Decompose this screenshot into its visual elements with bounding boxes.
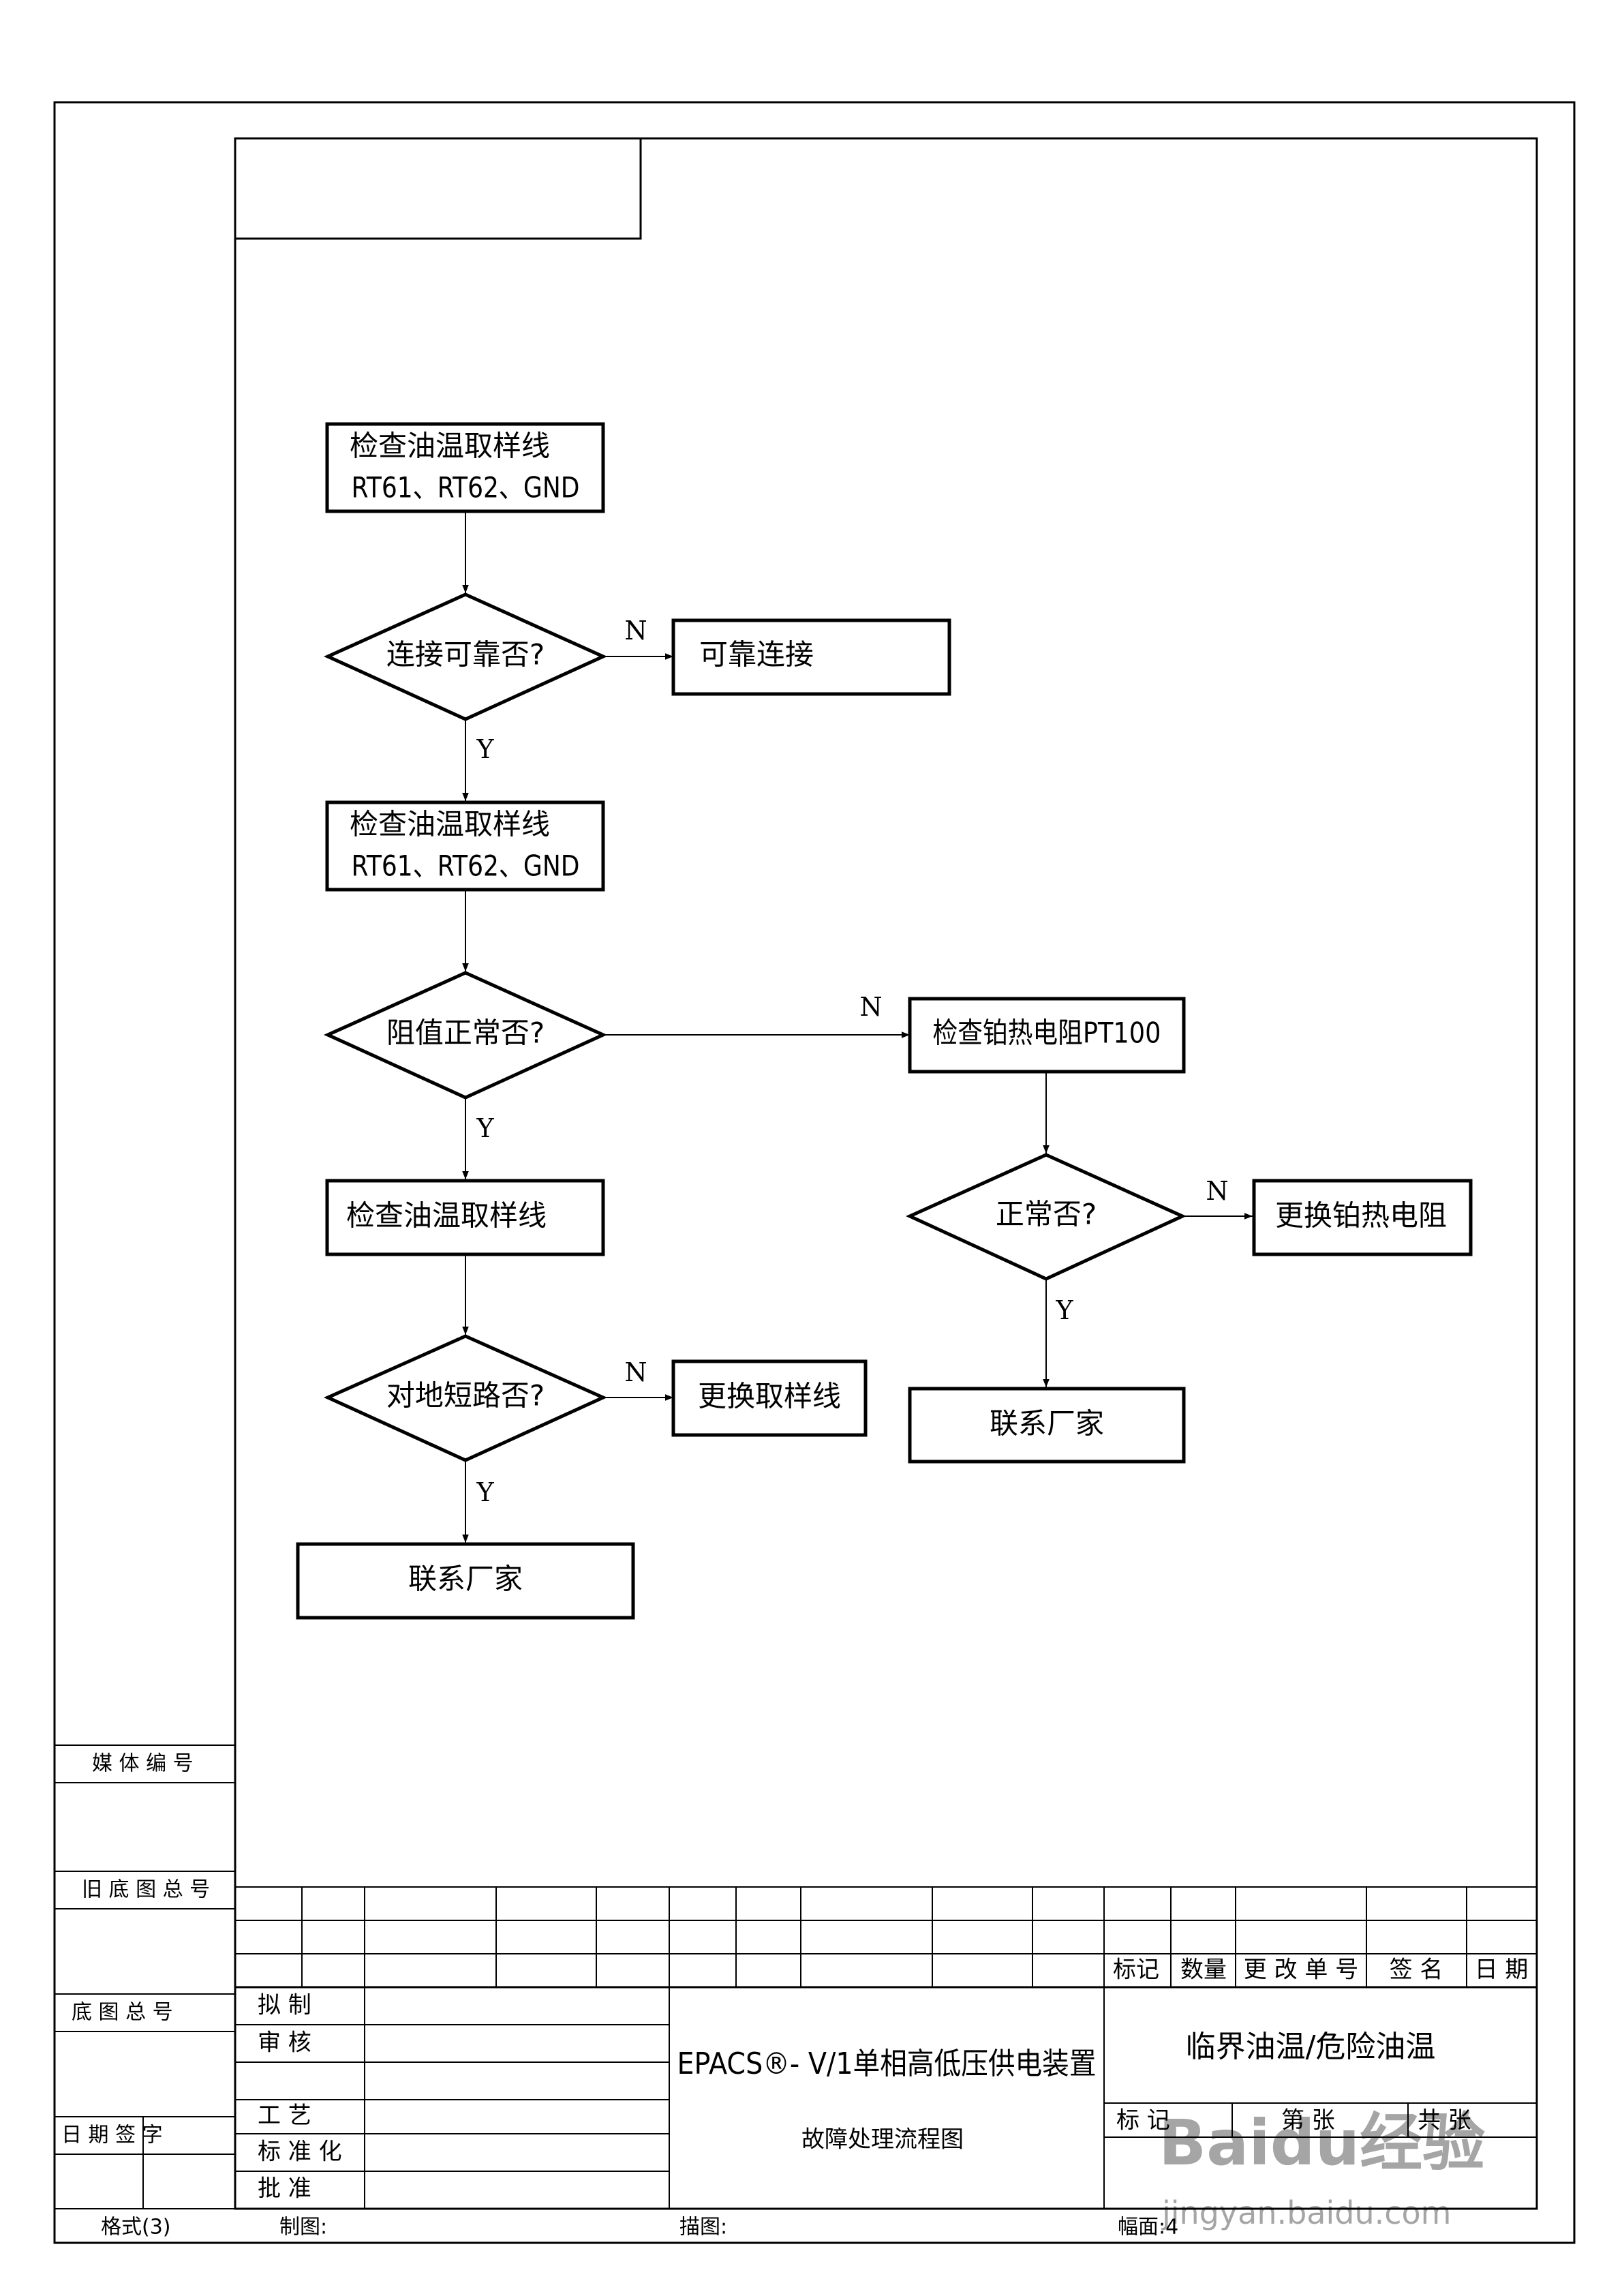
label-y-normal: Y xyxy=(1055,1295,1073,1325)
label-y-resist: Y xyxy=(476,1113,494,1143)
flowchart-labels: 检查油温取样线 RT61、RT62、GND 连接可靠否? 可靠连接 检查油温取样… xyxy=(346,429,1447,1596)
decision-connection-reliable xyxy=(323,592,608,721)
process-check-pt100 xyxy=(908,997,1186,1074)
role-standard: 标 准 化 xyxy=(258,2139,342,2166)
q-connect-text: 连接可靠否? xyxy=(386,638,545,671)
label-n-resist: N xyxy=(859,992,882,1022)
sheet-number: 第 张 xyxy=(1281,2107,1335,2134)
date-sign-label: 日 期 签 字 xyxy=(61,2124,163,2147)
check1-line2: RT61、RT62、GND xyxy=(352,471,580,504)
watermark-url: jingyan.baidu.com xyxy=(1161,2194,1452,2231)
check-pt100-text: 检查铂热电阻PT100 xyxy=(933,1016,1161,1050)
decision-ground-short xyxy=(323,1334,608,1462)
replace-line-text: 更换取样线 xyxy=(698,1380,841,1413)
title-block-names: EPACS®- V/1单相高低压供电装置 故障处理流程图 临界油温/危险油温 xyxy=(677,2029,1436,2154)
old-drawing-no-label: 旧 底 图 总 号 xyxy=(82,1878,210,1902)
q-resist-text: 阻值正常否? xyxy=(386,1016,545,1050)
outer-frame xyxy=(53,101,1576,2244)
left-strip xyxy=(55,1744,235,2209)
contact-bottom-text: 联系厂家 xyxy=(408,1562,523,1596)
header-change-no: 更 改 单 号 xyxy=(1244,1957,1358,1984)
process-check-line-1 xyxy=(325,422,605,513)
header-date: 日 期 xyxy=(1475,1957,1529,1984)
decision-resistance-normal xyxy=(323,971,608,1100)
check3-text: 检查油温取样线 xyxy=(346,1199,547,1233)
left-strip-labels: 媒 体 编 号 旧 底 图 总 号 底 图 总 号 日 期 签 字 xyxy=(61,1752,210,2147)
format-label: 格式(3) xyxy=(101,2216,171,2239)
media-no-label: 媒 体 编 号 xyxy=(92,1752,194,1776)
watermark-brand: Baidu经验 xyxy=(1159,2106,1485,2179)
label-n-short: N xyxy=(624,1357,647,1387)
drawing-title: 临界油温/危险油温 xyxy=(1186,2029,1436,2064)
drawn-by-label: 制图: xyxy=(279,2216,327,2239)
corner-box xyxy=(234,137,642,240)
fix-connect-text: 可靠连接 xyxy=(699,638,814,671)
process-contact-bottom xyxy=(296,1542,635,1620)
product-name: EPACS®- V/1单相高低压供电装置 xyxy=(677,2046,1097,2081)
edge-labels: N Y N Y N Y N Y xyxy=(476,616,1228,1507)
role-approve: 批 准 xyxy=(258,2175,311,2203)
header-mark: 标记 xyxy=(1113,1957,1159,1984)
check2-line1: 检查油温取样线 xyxy=(350,808,550,841)
q-short-text: 对地短路否? xyxy=(386,1379,545,1413)
decision-normal xyxy=(905,1153,1187,1281)
label-y-connect: Y xyxy=(476,734,494,764)
process-check-line-2 xyxy=(325,800,605,892)
process-replace-resistor xyxy=(1252,1179,1473,1256)
header-sign: 签 名 xyxy=(1390,1957,1443,1984)
sheet-mark: 标 记 xyxy=(1116,2107,1170,2134)
sheet-total: 共 张 xyxy=(1418,2107,1471,2134)
role-draft: 拟 制 xyxy=(258,1992,311,2019)
process-replace-line xyxy=(671,1359,868,1437)
baidu-watermark: Baidu经验 jingyan.baidu.com xyxy=(1159,2106,1485,2231)
sheet-labels: 标 记 第 张 共 张 xyxy=(1116,2107,1471,2134)
drawing-name: 故障处理流程图 xyxy=(801,2126,964,2154)
base-drawing-no-label: 底 图 总 号 xyxy=(72,2001,173,2025)
title-block-grid xyxy=(235,1886,1537,2209)
label-y-short: Y xyxy=(476,1477,494,1507)
size-label: 幅面:4 xyxy=(1118,2216,1178,2239)
contact-right-text: 联系厂家 xyxy=(990,1407,1104,1440)
inner-frame xyxy=(234,137,1538,2210)
role-review: 审 核 xyxy=(258,2029,311,2057)
footer: 格式(3) 制图: 描图: 幅面:4 xyxy=(101,2216,1178,2239)
role-process: 工 艺 xyxy=(258,2102,311,2130)
process-check-line-3 xyxy=(325,1179,605,1256)
q-normal-text: 正常否? xyxy=(996,1198,1097,1231)
header-qty: 数量 xyxy=(1180,1957,1227,1984)
process-reliable-connect xyxy=(671,618,951,696)
check2-line2: RT61、RT62、GND xyxy=(352,849,580,883)
title-block-headers: 标记 数量 更 改 单 号 签 名 日 期 xyxy=(1113,1957,1528,1984)
flowchart xyxy=(296,422,1473,1620)
label-n-normal: N xyxy=(1206,1176,1228,1206)
replace-resistor-text: 更换铂热电阻 xyxy=(1275,1199,1447,1233)
label-n-connect: N xyxy=(624,616,647,646)
process-contact-right xyxy=(908,1387,1186,1464)
traced-by-label: 描图: xyxy=(679,2216,727,2239)
title-block-roles: 拟 制 审 核 工 艺 标 准 化 批 准 xyxy=(258,1992,342,2203)
check1-line1: 检查油温取样线 xyxy=(350,429,550,463)
